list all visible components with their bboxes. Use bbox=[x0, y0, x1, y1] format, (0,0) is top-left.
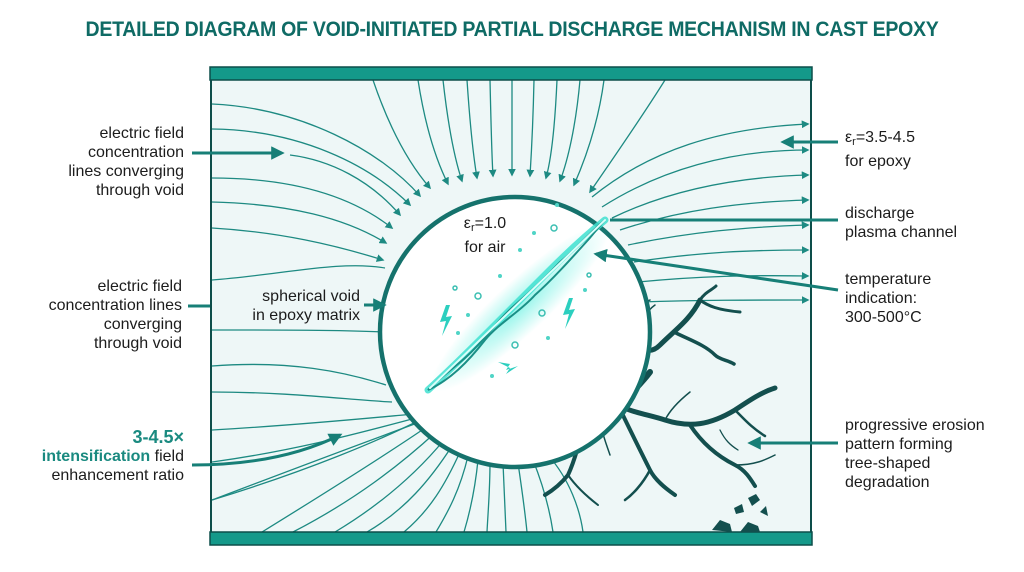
arrow-intensification bbox=[191, 433, 343, 467]
label-left-top: electric field concentration lines conve… bbox=[68, 125, 184, 199]
spark-icon bbox=[440, 305, 452, 336]
ionization-particles bbox=[452, 224, 592, 349]
annotation-arrows bbox=[188, 135, 839, 467]
label-epoxy-permittivity: εr=3.5-4.5 for epoxy bbox=[845, 129, 915, 170]
spark-icon bbox=[563, 298, 575, 329]
field-lines bbox=[212, 80, 810, 532]
label-plasma-channel: discharge plasma channel bbox=[845, 205, 958, 241]
label-temperature: temperature indication: 300-500°C bbox=[845, 271, 932, 326]
plasma-channel bbox=[424, 216, 610, 394]
label-erosion: progressive erosion pattern forming tree… bbox=[845, 417, 985, 491]
label-air-permittivity: εr=1.0 for air bbox=[463, 215, 507, 256]
bottom-electrode bbox=[209, 531, 813, 546]
label-intensification: 3-4.5× intensification field enhancement… bbox=[41, 427, 184, 485]
label-spherical-void: spherical void in epoxy matrix bbox=[252, 288, 360, 324]
page-title: DETAILED DIAGRAM OF VOID-INITIATED PARTI… bbox=[85, 18, 939, 41]
erosion-fragments bbox=[712, 494, 768, 532]
top-electrode bbox=[209, 66, 813, 81]
label-left-mid: electric field concentration lines conve… bbox=[48, 278, 182, 352]
spark-icon bbox=[498, 362, 518, 374]
ionization-dots bbox=[456, 203, 587, 378]
arrow-temperature bbox=[593, 248, 839, 292]
spark-icons bbox=[440, 298, 575, 374]
